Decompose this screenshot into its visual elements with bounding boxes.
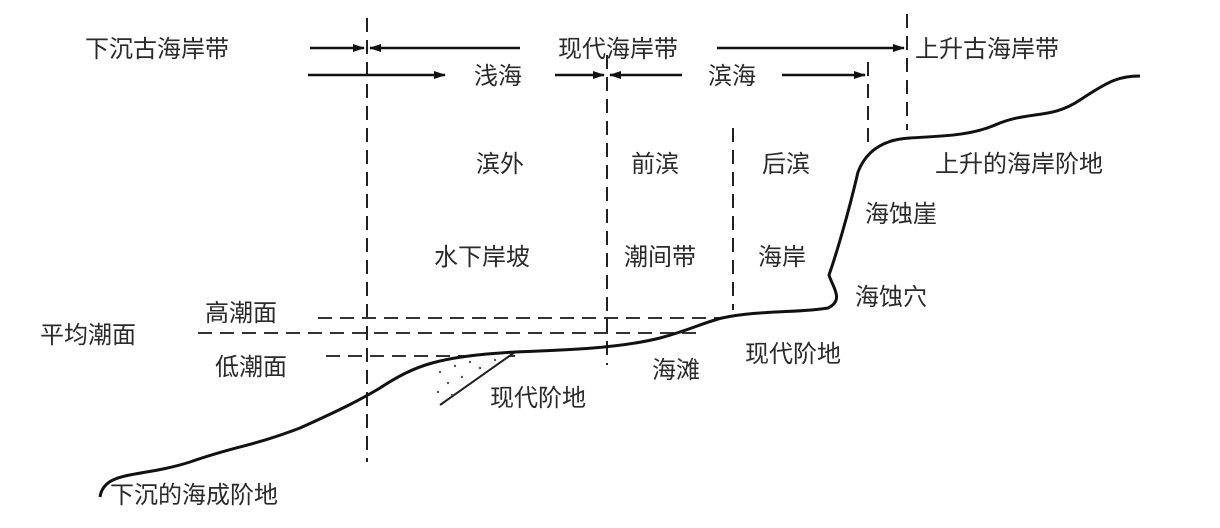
label-intertidal: 潮间带 [624, 243, 696, 271]
label-submerged-terrace: 下沉的海成阶地 [110, 481, 278, 509]
coastal-profile-line [98, 74, 1141, 498]
label-underwater-slope: 水下岸坡 [434, 243, 530, 271]
label-foreshore: 前滨 [631, 150, 679, 178]
sediment-wedge [428, 351, 516, 406]
label-littoral: 滨海 [708, 62, 756, 90]
label-shallow-sea: 浅海 [474, 62, 522, 90]
label-modern-terrace-lower: 现代阶地 [490, 384, 586, 412]
label-coast: 海岸 [758, 243, 806, 271]
label-sea-cliff: 海蚀崖 [865, 200, 937, 228]
label-high-tide: 高潮面 [205, 299, 277, 327]
label-offshore: 滨外 [476, 150, 524, 178]
label-submerged-ancient-coast: 下沉古海岸带 [85, 35, 229, 63]
label-uplifted-ancient-coast: 上升古海岸带 [915, 35, 1059, 63]
label-beach: 海滩 [652, 356, 700, 384]
label-uplifted-terrace: 上升的海岸阶地 [935, 150, 1103, 178]
label-modern-coast: 现代海岸带 [558, 35, 678, 63]
label-low-tide: 低潮面 [215, 353, 287, 381]
label-mean-tide: 平均潮面 [40, 321, 136, 349]
label-backshore: 后滨 [762, 150, 810, 178]
label-modern-terrace-upper: 现代阶地 [745, 340, 841, 368]
label-sea-notch: 海蚀穴 [855, 283, 927, 311]
